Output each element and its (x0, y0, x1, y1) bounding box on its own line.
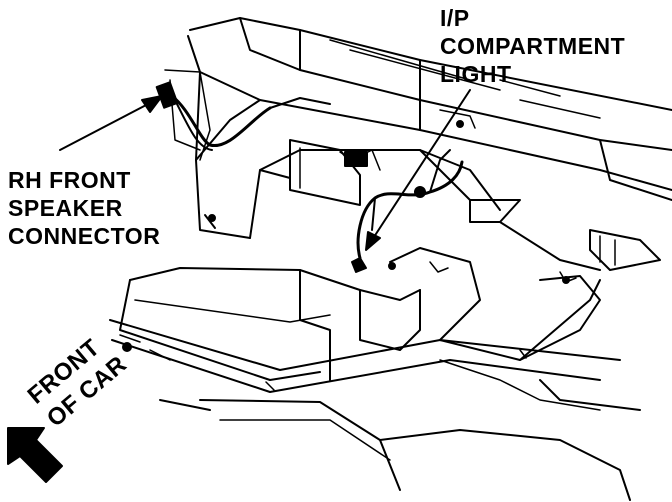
floor-tunnel (119, 247, 601, 381)
left-side-panel (164, 69, 261, 239)
light-callout-line-2: COMPARTMENT (440, 33, 626, 59)
lower-crossmember (109, 319, 641, 501)
dashboard-top-panel (187, 17, 672, 201)
speaker-leader (59, 95, 163, 151)
compartment-light-callout: I/P COMPARTMENT LIGHT (440, 4, 625, 88)
light-callout-line-3: LIGHT (440, 61, 512, 87)
light-leader (365, 89, 471, 251)
speaker-callout-line-2: SPEAKER (8, 195, 123, 221)
speaker-connector-callout: RH FRONT SPEAKER CONNECTOR (8, 166, 160, 250)
center-structure (249, 139, 661, 271)
compartment-light-wire (351, 149, 464, 273)
speaker-callout-line-1: RH FRONT (8, 167, 131, 193)
front-direction-arrow-icon (7, 427, 63, 483)
speaker-callout-line-3: CONNECTOR (8, 223, 161, 249)
light-callout-line-1: I/P (440, 5, 470, 31)
